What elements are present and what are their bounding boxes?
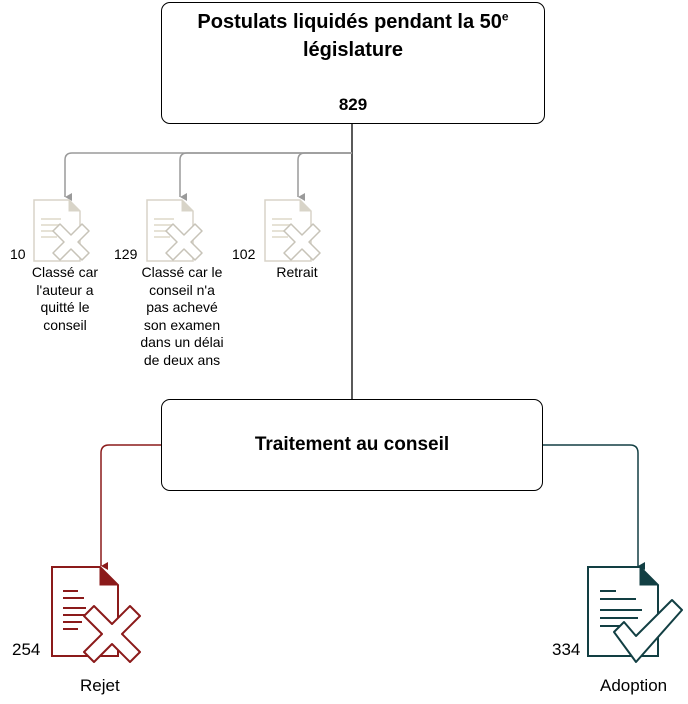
rejet-label: Rejet bbox=[80, 676, 120, 695]
document-approved-icon bbox=[587, 566, 683, 663]
adoption-arrow bbox=[543, 444, 645, 570]
document-rejected-icon bbox=[51, 566, 141, 663]
document-x-icon bbox=[33, 199, 90, 262]
total-count: 829 bbox=[338, 95, 368, 114]
branch-arrow-10 bbox=[64, 152, 352, 201]
rejet-arrow bbox=[100, 444, 161, 570]
adoption-count: 334 bbox=[552, 640, 581, 659]
traitement-box: Traitement au conseil bbox=[161, 399, 543, 491]
count-102: 102 bbox=[232, 246, 256, 262]
document-x-icon bbox=[146, 199, 203, 262]
caption-retrait: Retrait bbox=[276, 264, 318, 280]
rejet-count: 254 bbox=[12, 640, 41, 659]
count-129: 129 bbox=[114, 246, 138, 262]
count-10: 10 bbox=[10, 246, 26, 262]
branch-arrow-102 bbox=[297, 152, 352, 201]
branch-arrow-129 bbox=[179, 152, 352, 201]
traitement-title: Traitement au conseil bbox=[254, 434, 450, 455]
document-x-icon bbox=[264, 199, 321, 262]
adoption-label: Adoption bbox=[600, 676, 668, 695]
